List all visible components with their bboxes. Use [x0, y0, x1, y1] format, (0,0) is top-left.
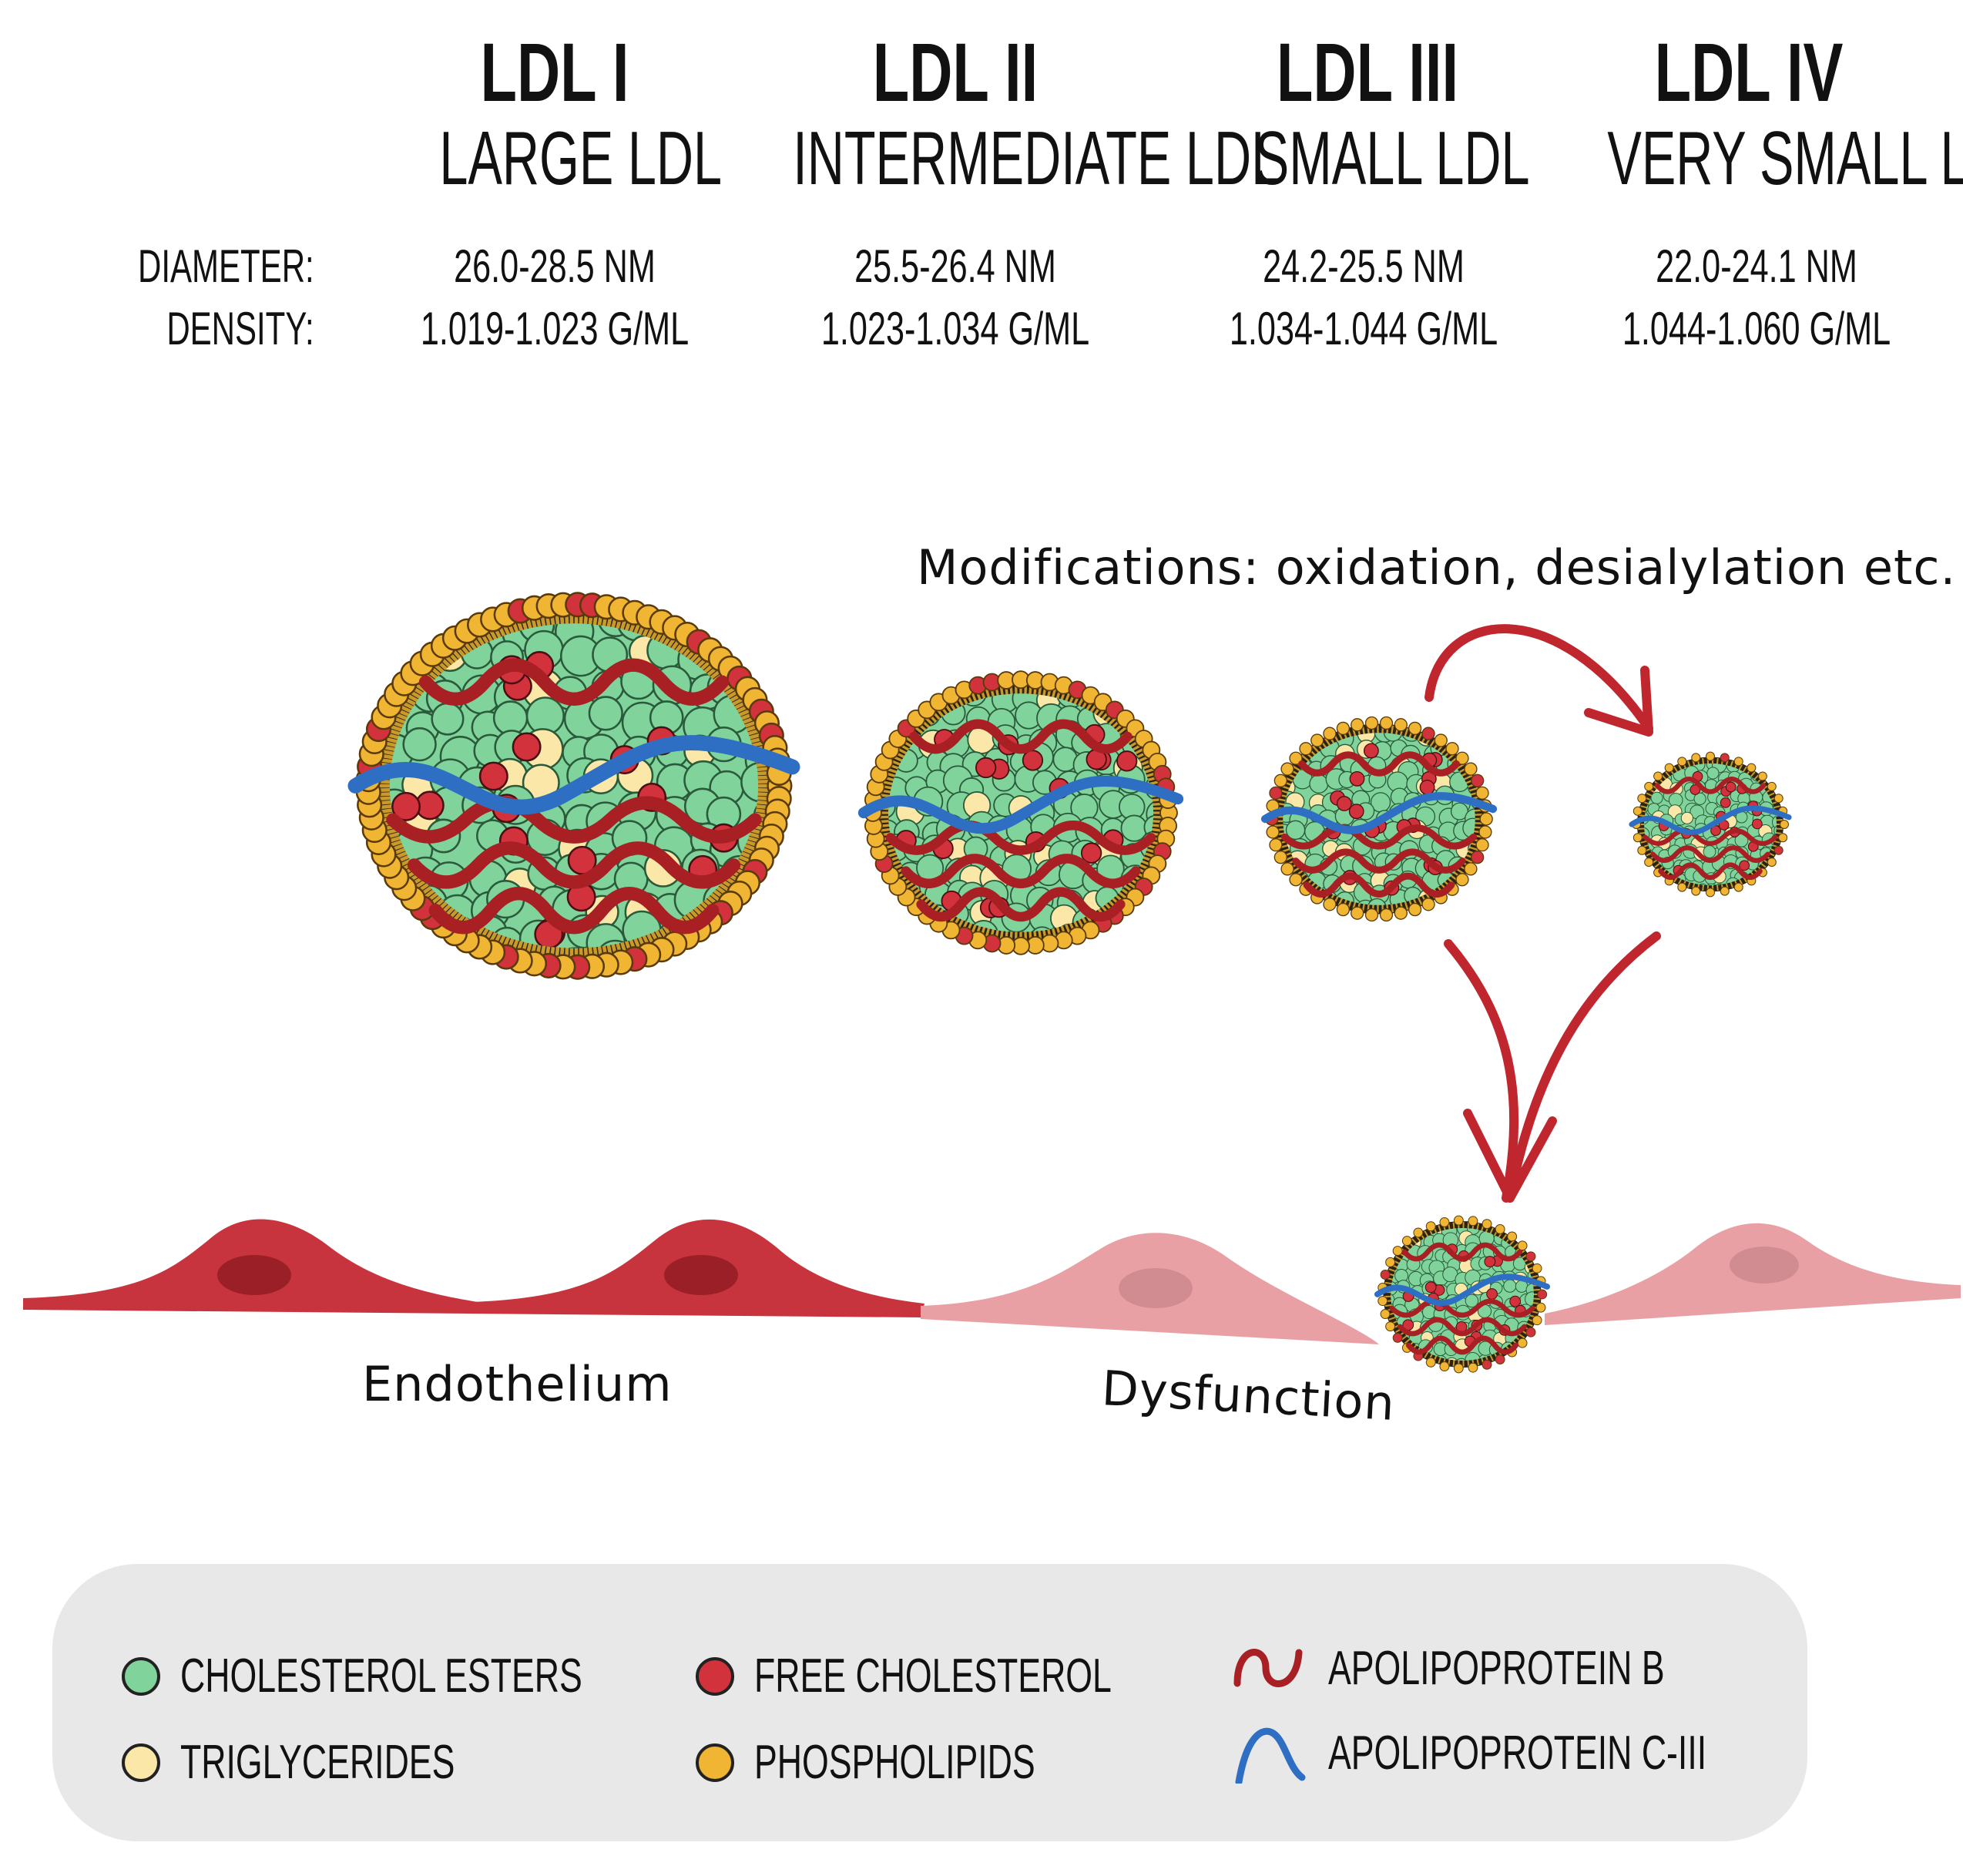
row-labels: DIAMETER: DENSITY: — [138, 235, 314, 360]
legend: CHOLESTEROL ESTERS TRIGLYCERIDES FREE CH… — [52, 1564, 1807, 1841]
ldl-iii-header: LDL III SMALL LDL — [1202, 31, 1533, 196]
endothelium-layer — [23, 1219, 1961, 1344]
healthy-cell-1-nucleus — [217, 1255, 291, 1295]
modification-arrowhead — [1584, 666, 1653, 737]
merge-arrowhead — [1463, 1109, 1557, 1203]
ldl-iv-density: 1.044-1.060 G/ML — [1622, 303, 1891, 354]
ldl-particles — [347, 592, 1792, 980]
ldl-iv-header: LDL IV VERY SMALL LDL — [1541, 25, 1963, 196]
ldl-iv-to-endothelium-arrow — [1505, 931, 1661, 1203]
ldl-iii-diameter: 24.2-25.5 NM — [1263, 240, 1465, 292]
diameter-label: DIAMETER: — [138, 240, 314, 292]
ldl-ii-diameter: 25.5-26.4 NM — [854, 240, 1056, 292]
dysfunctional-cell-1-nucleus — [1119, 1268, 1193, 1308]
legend-free-cholesterol-label: FREE CHOLESTEROL — [754, 1649, 1112, 1703]
modification-arrow — [1424, 624, 1653, 733]
legend-apob-label: APOLIPOPROTEIN B — [1328, 1641, 1665, 1695]
legend-cholesterol-esters-label: CHOLESTEROL ESTERS — [180, 1649, 582, 1703]
modifications-label: Modifications: oxidation, desialylation … — [917, 539, 1957, 596]
ldl-particle-embedded — [1374, 1215, 1551, 1374]
density-label: DENSITY: — [166, 303, 314, 354]
ldl-i-title: LDL I — [480, 25, 629, 119]
ldl-i-diameter: 26.0-28.5 NM — [454, 240, 656, 292]
ldl-ii-particle — [857, 670, 1184, 955]
healthy-cell-2-nucleus — [664, 1255, 738, 1295]
ldl-embedded-particle — [1374, 1215, 1551, 1374]
legend-triglycerides: TRIGLYCERIDES — [122, 1735, 562, 1790]
apolipoprotein-b-icon — [1233, 1649, 1303, 1687]
ldl-iv-diameter: 22.0-24.1 NM — [1656, 240, 1857, 292]
ldl-iv-particle — [1629, 751, 1792, 898]
dysfunctional-cell-2-nucleus — [1730, 1247, 1799, 1284]
phospholipids-icon — [696, 1743, 734, 1782]
legend-apob: APOLIPOPROTEIN B — [1231, 1637, 1795, 1699]
ldl-iv-title: LDL IV — [1654, 25, 1844, 119]
legend-apoc3: APOLIPOPROTEIN C-III — [1231, 1722, 1854, 1784]
cholesterol-esters-icon — [122, 1656, 160, 1696]
ldl-iii-to-endothelium-arrow — [1444, 939, 1519, 1203]
ldl-iii-title: LDL III — [1276, 25, 1459, 119]
endothelium-label: Endothelium — [362, 1356, 673, 1412]
ldl-i-values: 26.0-28.5 NM 1.019-1.023 G/ML — [416, 235, 693, 360]
ldl-i-header: LDL I LARGE LDL — [385, 31, 724, 196]
ldl-ii-density: 1.023-1.034 G/ML — [820, 303, 1090, 354]
legend-phospholipids-label: PHOSPHOLIPIDS — [754, 1736, 1035, 1789]
triglycerides-icon — [122, 1743, 160, 1782]
ldl-iii-values: 24.2-25.5 NM 1.034-1.044 G/ML — [1225, 235, 1502, 360]
ldl-i-particle — [347, 592, 800, 980]
legend-cholesterol-esters: CHOLESTEROL ESTERS — [122, 1649, 739, 1703]
ldl-iv-values: 22.0-24.1 NM 1.044-1.060 G/ML — [1618, 235, 1895, 360]
legend-free-cholesterol: FREE CHOLESTEROL — [696, 1649, 1250, 1703]
apolipoprotein-c3-icon — [1235, 1727, 1306, 1784]
free-cholesterol-icon — [696, 1656, 734, 1696]
ldl-ii-values: 25.5-26.4 NM 1.023-1.034 G/ML — [817, 235, 1094, 360]
ldl-iii-density: 1.034-1.044 G/ML — [1229, 303, 1498, 354]
ldl-ii-title: LDL II — [872, 25, 1039, 119]
ldl-iii-particle — [1260, 716, 1498, 922]
legend-triglycerides-label: TRIGLYCERIDES — [180, 1736, 455, 1789]
legend-apoc3-label: APOLIPOPROTEIN C-III — [1328, 1726, 1707, 1780]
ldl-i-density: 1.019-1.023 G/ML — [420, 303, 690, 354]
legend-phospholipids: PHOSPHOLIPIDS — [696, 1735, 1144, 1790]
